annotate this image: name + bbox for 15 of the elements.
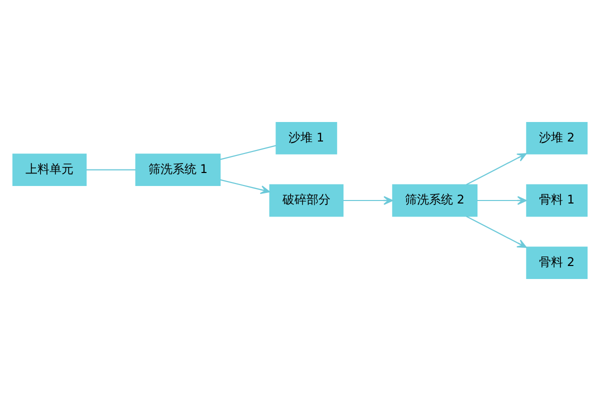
node-box: 沙堆 1 [276, 121, 338, 154]
arrow [220, 178, 270, 194]
node-box: 筛洗系统 1 [135, 153, 221, 186]
arrow [466, 152, 527, 185]
node-box: 破碎部分 [269, 184, 344, 216]
arrow [477, 196, 527, 204]
arrow [343, 196, 394, 204]
node-box: 筛洗系统 2 [392, 184, 478, 216]
node-box: 骨料 2 [526, 246, 588, 279]
node-box: 上料单元 [12, 153, 87, 186]
node-box: 骨料 1 [526, 184, 588, 216]
node-box: 沙堆 2 [526, 121, 588, 154]
arrow [466, 215, 527, 248]
connector [86, 168, 136, 170]
connector [220, 144, 276, 160]
